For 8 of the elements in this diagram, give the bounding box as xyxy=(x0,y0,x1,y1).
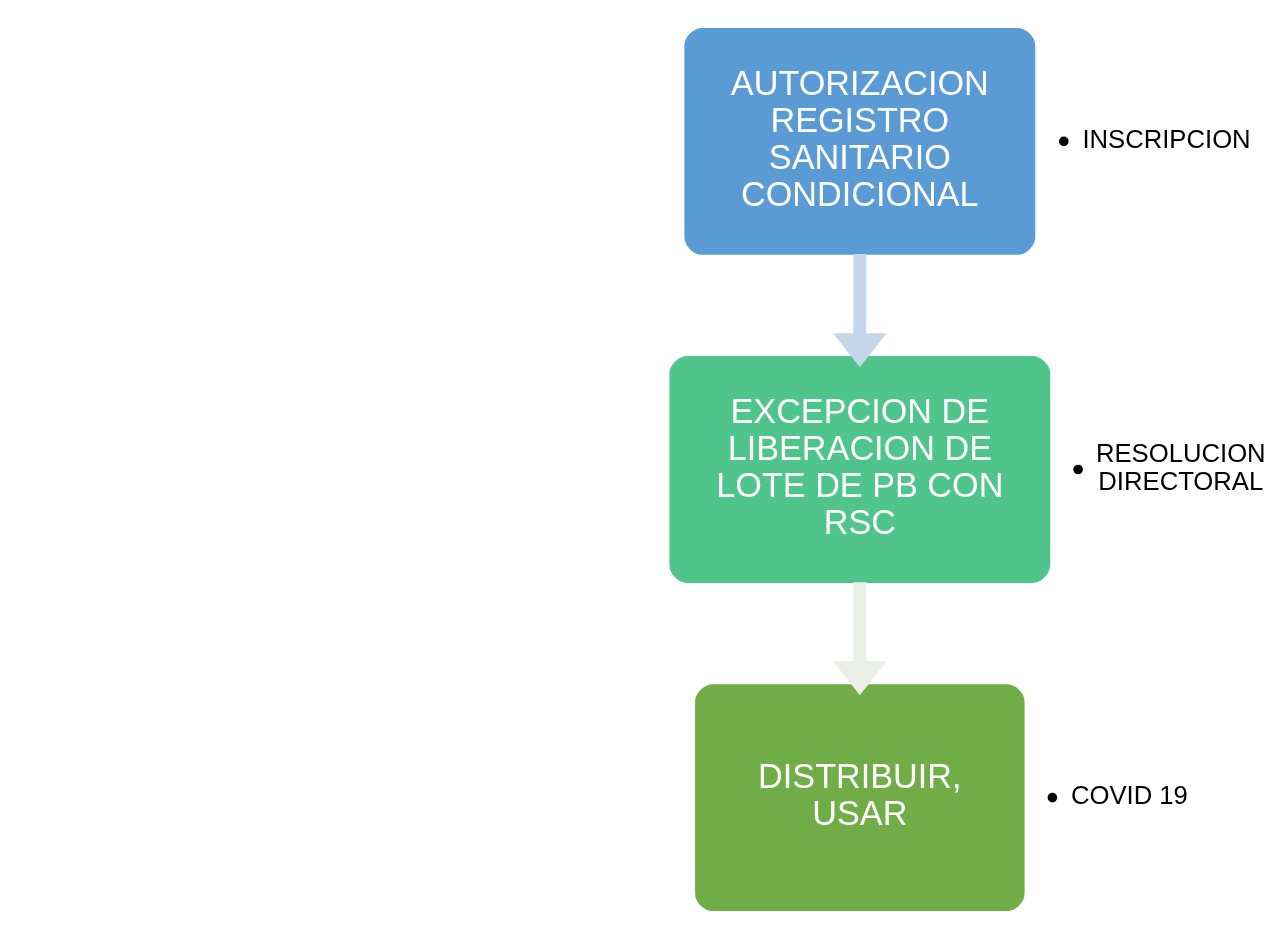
node-box: EXCEPCION DE LIBERACION DE LOTE DE PB CON RSC xyxy=(669,355,1051,583)
node-label: INSCRIPCION xyxy=(1082,124,1251,153)
node-box: AUTORIZACION REGISTRO SANITARIO CONDICIONAL xyxy=(684,27,1036,255)
arrow xyxy=(833,581,887,695)
node-box: DISTRIBUIR, USAR xyxy=(695,683,1025,911)
arrow xyxy=(833,253,887,367)
node-label: COVID 19 xyxy=(1070,780,1188,809)
node-label: RESOLUCION DIRECTORAL xyxy=(1095,438,1266,495)
